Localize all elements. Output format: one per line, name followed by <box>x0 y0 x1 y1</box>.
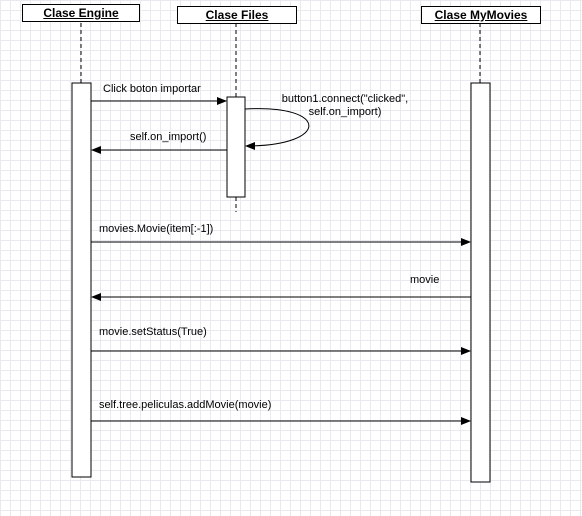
files-activation <box>226 96 246 198</box>
participant-engine: Clase Engine <box>22 4 140 22</box>
on-import-label: self.on_import() <box>130 131 207 143</box>
click-importar-label: Click boton importar <box>103 83 201 95</box>
movie-ctor-label: movies.Movie(item[:-1]) <box>99 223 214 235</box>
add-movie-label: self.tree.peliculas.addMovie(movie) <box>99 399 272 411</box>
mymovies-activation <box>470 82 491 483</box>
connect-label-line2: self.on_import) <box>308 106 382 118</box>
self-connect-arrow <box>244 108 310 150</box>
connect-label-line1: button1.connect("clicked", <box>281 93 409 105</box>
engine-activation <box>71 82 92 478</box>
movie-return-label: movie <box>410 274 440 286</box>
set-status-label: movie.setStatus(True) <box>99 326 207 338</box>
participant-files: Clase Files <box>177 6 297 24</box>
participant-mymovies: Clase MyMovies <box>421 6 541 24</box>
